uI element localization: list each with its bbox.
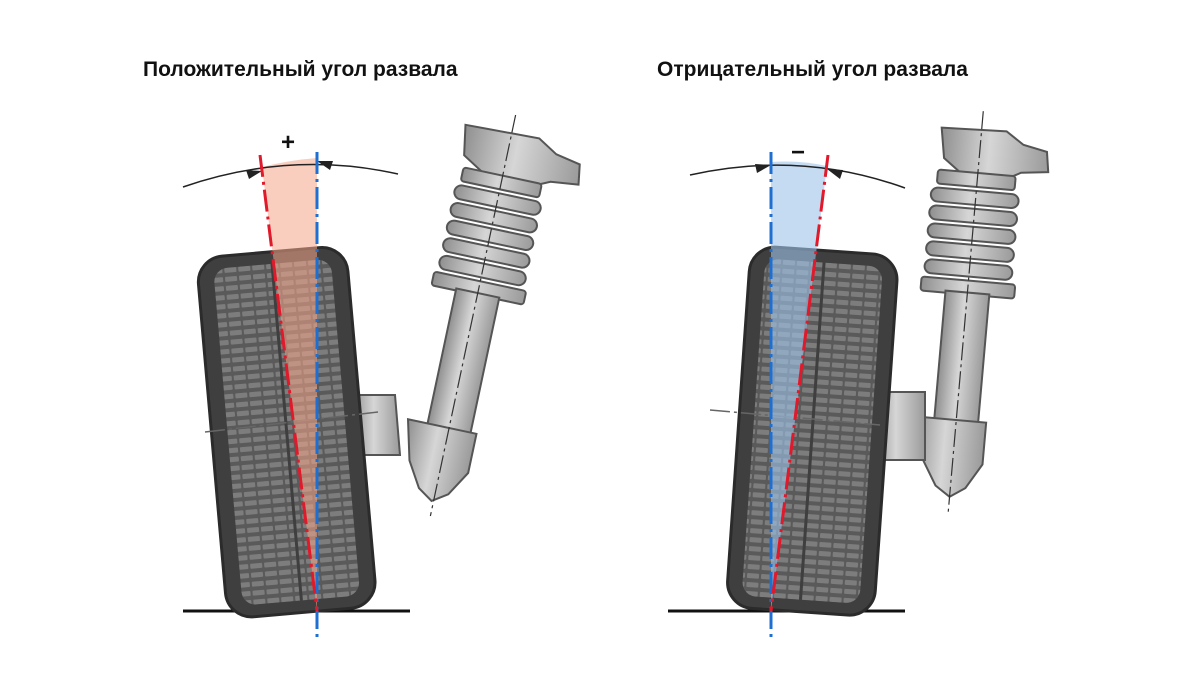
wheel-center-axis — [769, 154, 830, 612]
wheel-axle-line — [709, 409, 881, 426]
tire — [196, 245, 377, 619]
positive-sign: + — [281, 129, 295, 156]
negative-camber-title: Отрицательный угол развала — [657, 58, 968, 81]
negative-camber-diagram: − — [668, 111, 1050, 640]
angle-arc — [689, 164, 906, 189]
wheel-center-axis — [258, 154, 319, 612]
negative-sign: − — [791, 139, 805, 166]
tire — [726, 245, 899, 617]
strut-assembly — [406, 114, 581, 517]
strut-assembly — [912, 111, 1050, 515]
angle-arc — [182, 163, 399, 188]
positive-camber-title: Положительный угол развала — [143, 58, 458, 81]
positive-camber-diagram: + — [182, 114, 581, 640]
wheel-axle-line — [204, 411, 379, 433]
